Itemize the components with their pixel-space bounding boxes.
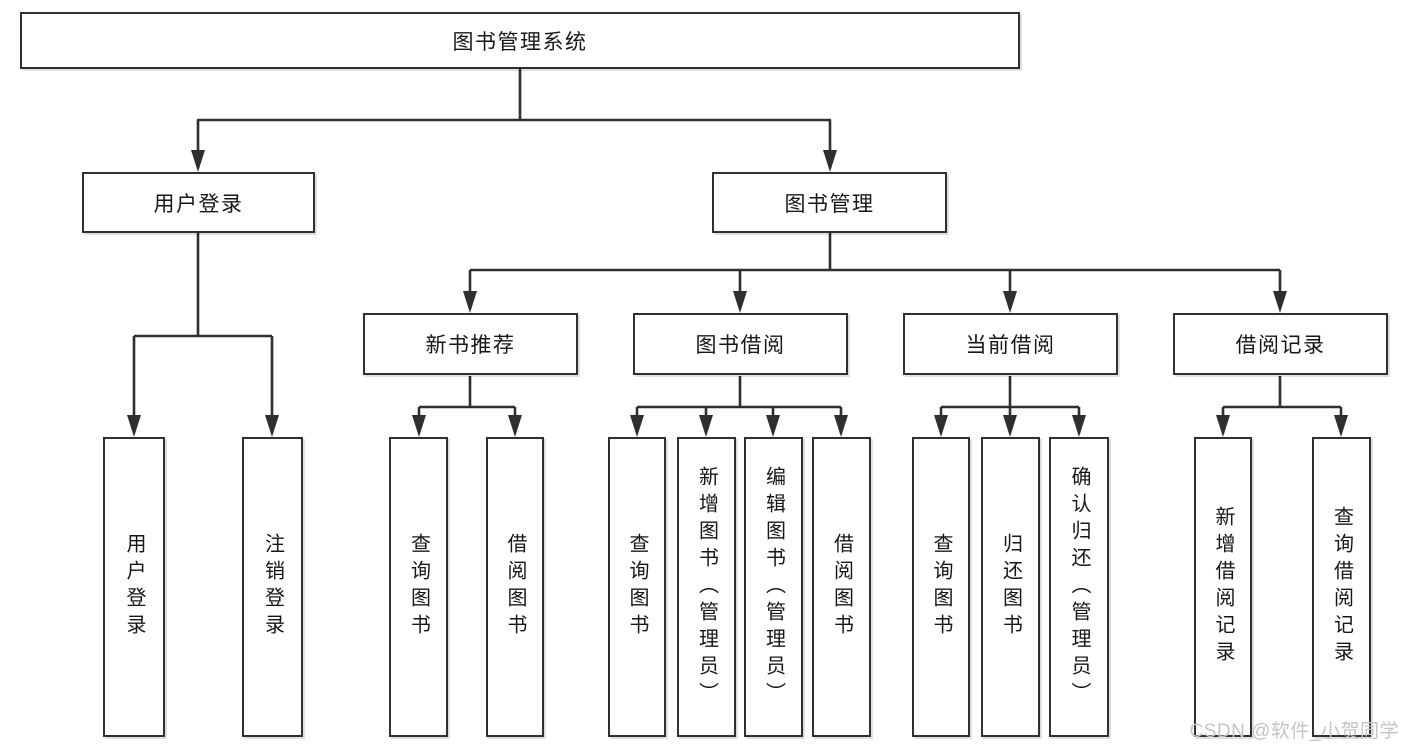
leaf-logout: 注销登录: [242, 437, 303, 737]
connector-borrowrecords-to-leaves: [1221, 376, 1343, 433]
leaf-user-login: 用户登录: [103, 437, 165, 737]
leaf-query-books-recommend: 查询图书: [389, 437, 448, 737]
connector-newbookrec-to-leaves: [417, 376, 517, 433]
connector-root-to-level2: [196, 68, 832, 168]
node-root-system: 图书管理系统: [20, 12, 1020, 69]
leaf-query-books-borrowing: 查询图书: [608, 437, 666, 737]
node-current-borrowing: 当前借阅: [903, 313, 1118, 375]
node-book-management: 图书管理: [712, 172, 947, 233]
node-user-login: 用户登录: [82, 172, 315, 233]
csdn-watermark: CSDN @软件_小贺同学: [1189, 721, 1399, 742]
leaf-edit-book-admin: 编辑图书（管理员）: [744, 437, 803, 737]
connector-userlogin-to-leaves: [132, 233, 274, 433]
leaf-query-books-current: 查询图书: [912, 437, 970, 737]
leaf-borrow-books-recommend: 借阅图书: [486, 437, 544, 737]
leaf-borrow-books-borrowing: 借阅图书: [812, 437, 871, 737]
leaf-confirm-return-admin: 确认归还（管理员）: [1049, 437, 1109, 737]
leaf-return-books: 归还图书: [981, 437, 1040, 737]
node-new-book-recommend: 新书推荐: [363, 313, 578, 375]
node-book-borrowing: 图书借阅: [633, 313, 848, 375]
leaf-query-borrow-record: 查询借阅记录: [1312, 437, 1371, 737]
node-borrow-records: 借阅记录: [1173, 313, 1388, 375]
connector-bookborrow-to-leaves: [635, 376, 843, 433]
leaf-add-borrow-record: 新增借阅记录: [1194, 437, 1252, 737]
connector-bookmgmt-to-level3: [468, 233, 1282, 309]
connector-currentborrow-to-leaves: [939, 376, 1081, 433]
leaf-add-book-admin: 新增图书（管理员）: [677, 437, 736, 737]
